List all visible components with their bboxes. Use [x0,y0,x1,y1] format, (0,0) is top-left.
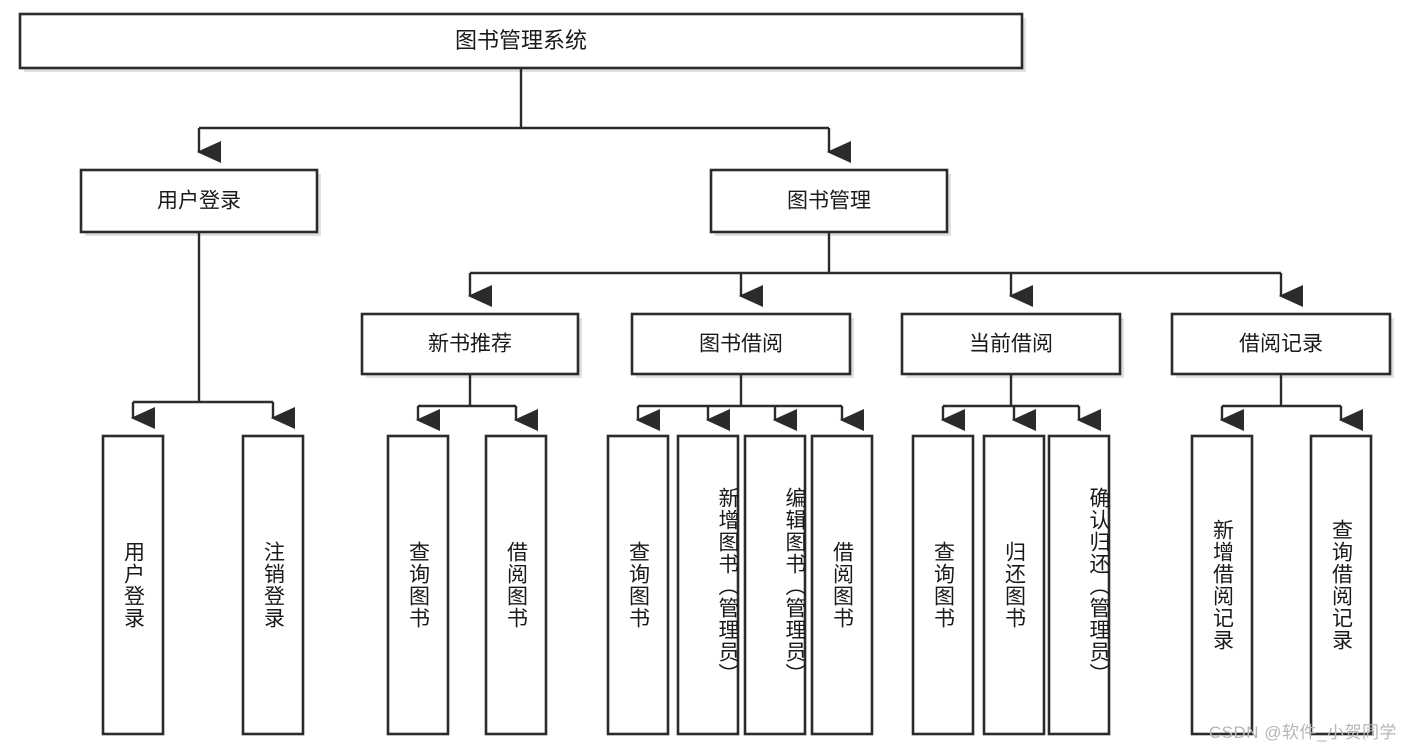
connector-user-login-to-leaves [130,232,295,429]
node-user-login[interactable]: 用户登录 [79,168,321,236]
connector-root-to-level2 [196,68,851,163]
node-leaf-add-book-admin[interactable] [676,434,740,736]
node-leaf-return-book[interactable] [982,434,1046,736]
node-leaf-query-book-current[interactable] [911,434,975,736]
connector-borrow-record-to-leaves [1219,374,1363,431]
node-leaf-add-borrow-record[interactable] [1190,434,1254,736]
node-leaf-user-login[interactable] [101,434,165,736]
connector-current-borrow-to-leaves [940,374,1101,431]
node-leaf-query-borrow-record[interactable] [1309,434,1373,736]
node-book-manage[interactable]: 图书管理 [709,168,951,236]
node-book-manage-label: 图书管理 [787,190,871,213]
connector-book-borrow-to-leaves [635,374,864,431]
node-leaf-query-book-recommend[interactable] [386,434,450,736]
node-leaf-logout-login[interactable] [241,434,305,736]
connector-book-manage-to-level3 [467,232,1303,307]
node-leaf-edit-book-admin[interactable] [743,434,807,736]
node-new-book-recommend[interactable]: 新书推荐 [360,312,582,378]
node-book-borrow-label: 图书借阅 [699,333,783,356]
node-leaf-borrow-book-recommend[interactable] [484,434,548,736]
connector-new-book-recommend-to-leaves [415,374,538,431]
node-current-borrow[interactable]: 当前借阅 [900,312,1124,378]
node-root-label: 图书管理系统 [455,28,587,53]
node-leaf-query-book-borrow[interactable] [606,434,670,736]
node-user-login-label: 用户登录 [157,190,241,213]
node-leaf-borrow-book-borrow[interactable] [810,434,874,736]
node-book-borrow[interactable]: 图书借阅 [630,312,854,378]
node-leaf-confirm-return-admin[interactable] [1047,434,1111,736]
node-current-borrow-label: 当前借阅 [969,333,1053,356]
csdn-watermark: CSDN @软件_小贺同学 [1208,723,1397,742]
node-borrow-record[interactable]: 借阅记录 [1170,312,1394,378]
node-new-book-recommend-label: 新书推荐 [428,333,512,356]
node-root[interactable]: 图书管理系统 [18,12,1026,72]
node-borrow-record-label: 借阅记录 [1239,333,1323,356]
